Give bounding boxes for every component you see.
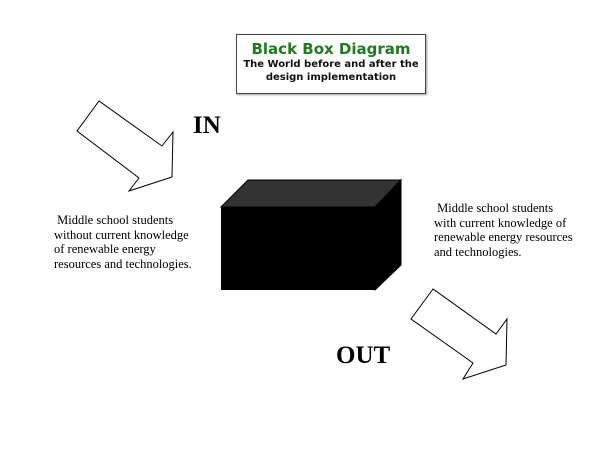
- input-description: Middle school students without current k…: [54, 213, 192, 271]
- title-box: Black Box Diagram The World before and a…: [236, 34, 426, 94]
- out-label: OUT: [336, 342, 391, 369]
- black-box-top: [219, 179, 403, 208]
- input-arrow: [76, 100, 174, 192]
- diagram-subtitle-line2: design implementation: [265, 72, 397, 83]
- diagram-title: Black Box Diagram: [251, 40, 411, 58]
- output-arrow: [410, 288, 508, 380]
- black-box-front: [221, 207, 375, 290]
- output-description: Middle school students with current know…: [434, 201, 573, 259]
- in-label: IN: [193, 112, 221, 139]
- black-box: [219, 178, 403, 292]
- diagram-subtitle-line1: The World before and after the: [243, 59, 419, 70]
